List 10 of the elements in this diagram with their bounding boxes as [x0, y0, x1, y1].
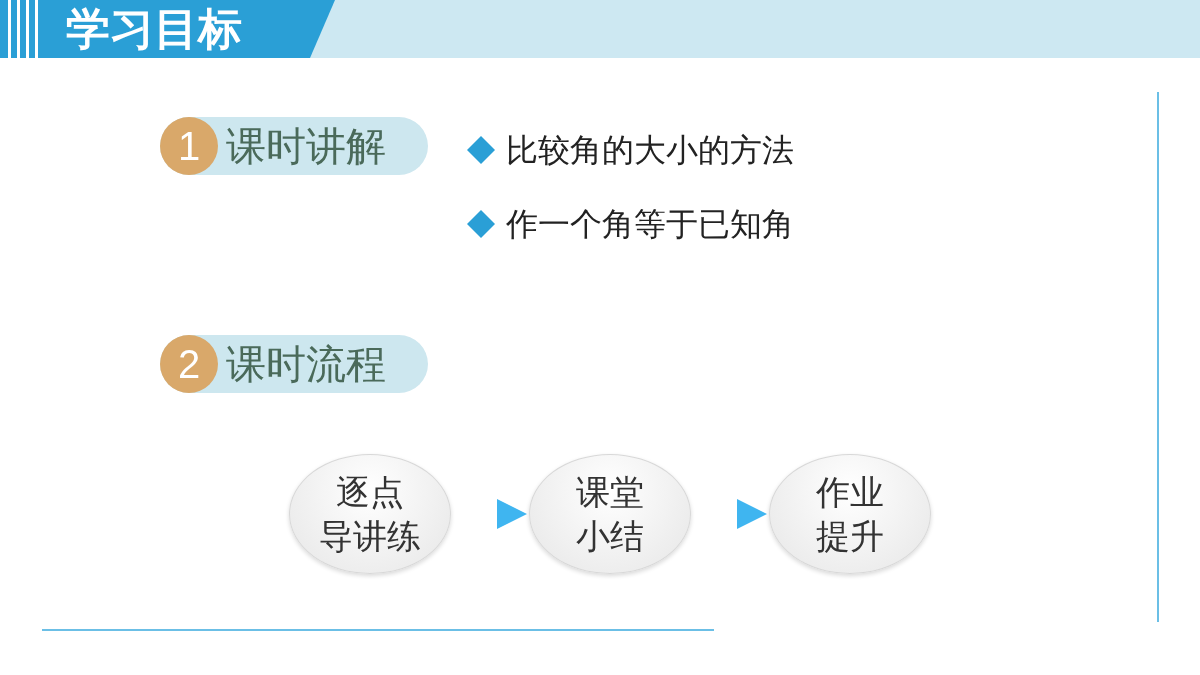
section-title: 课时讲解 [226, 123, 386, 170]
bullet-text: 作一个角等于已知角 [506, 205, 794, 244]
section-heading [160, 335, 428, 393]
process-label: 作业提升 [816, 472, 884, 557]
page-title: 学习目标 [66, 3, 242, 55]
bullet-text: 比较角的大小的方法 [506, 131, 794, 170]
process-label: 课堂小结 [576, 472, 644, 557]
section-heading [160, 117, 428, 175]
section-title: 课时流程 [226, 341, 386, 388]
process-label: 逐点导讲练 [319, 472, 421, 557]
